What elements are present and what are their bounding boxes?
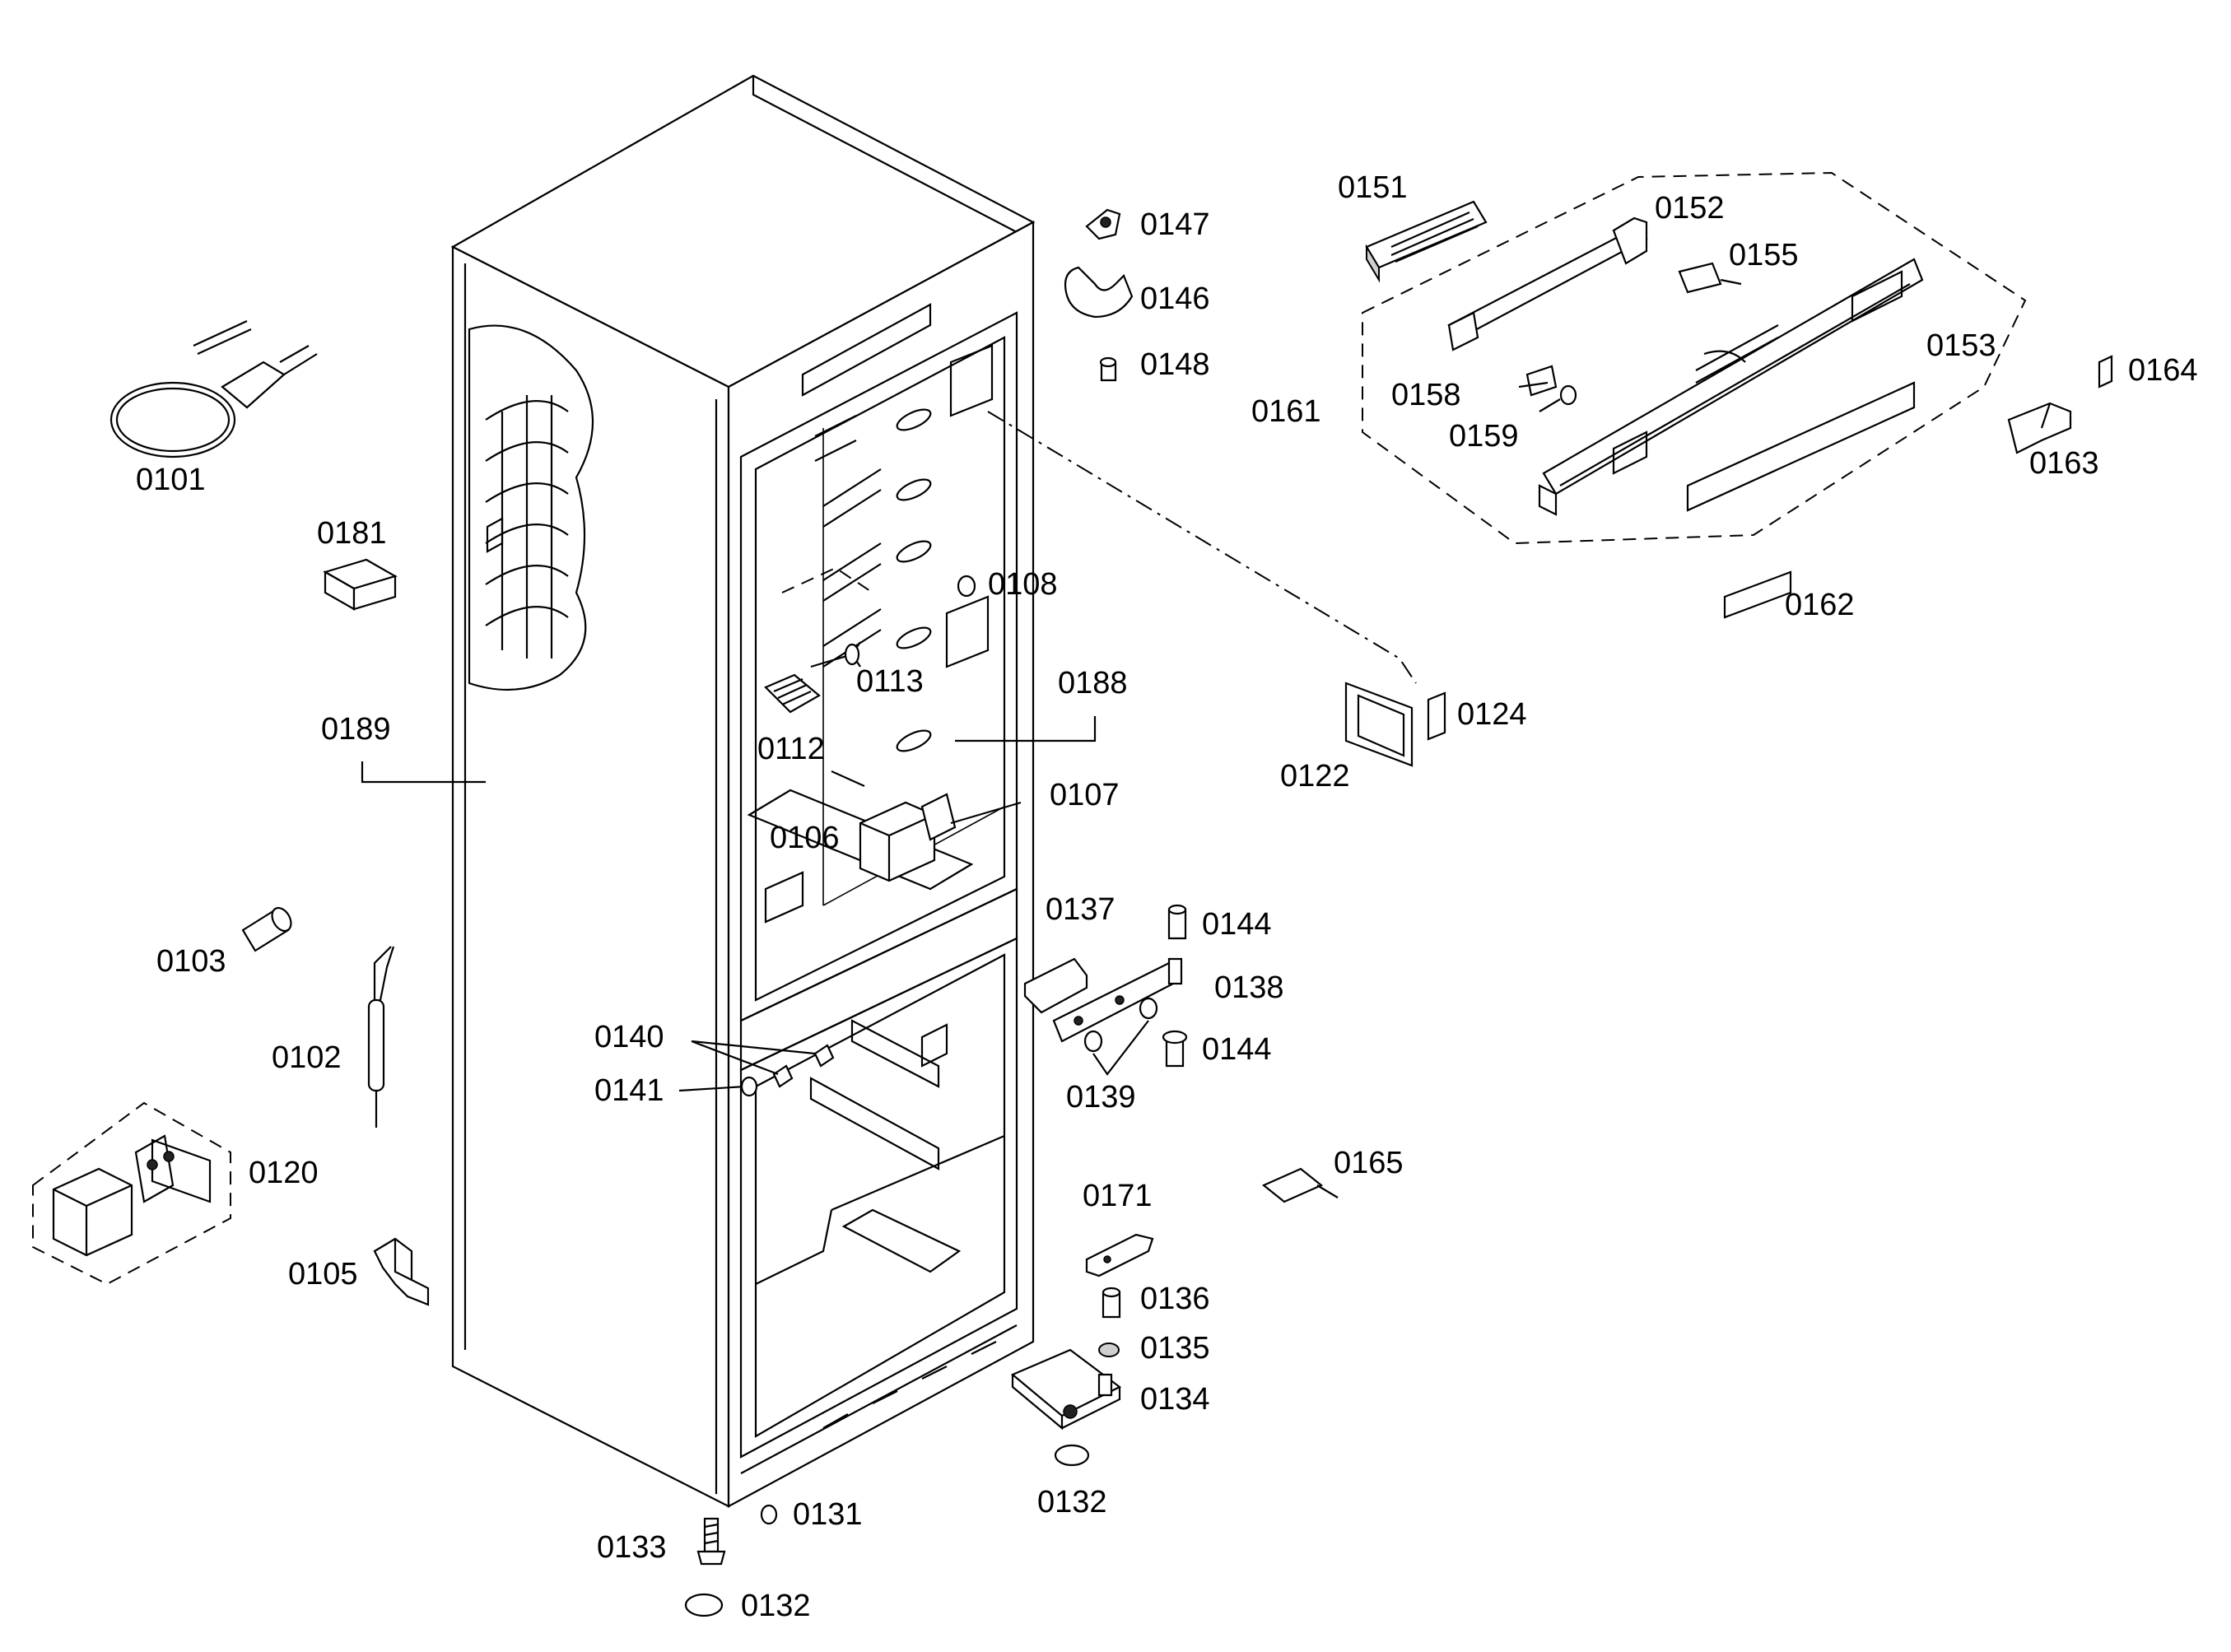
bracket-0181-part xyxy=(323,558,398,611)
foot-cap-0132-left xyxy=(684,1593,724,1617)
label-0105: 0105 xyxy=(288,1257,358,1291)
pin-0136 xyxy=(1102,1287,1121,1319)
screws-0140 xyxy=(691,1040,835,1088)
hinge-plate-0137 xyxy=(1023,957,1088,1014)
label-0147: 0147 xyxy=(1140,207,1210,242)
label-0161: 0161 xyxy=(1251,394,1321,429)
label-0164: 0164 xyxy=(2128,353,2198,388)
switch-0158 xyxy=(1525,365,1558,397)
control-panel-0153-frame xyxy=(1538,258,1924,516)
hinge-cover-0146 xyxy=(1064,266,1134,319)
leader-0107 xyxy=(950,801,1022,825)
knob-0159 xyxy=(1559,384,1577,406)
label-0144-top: 0144 xyxy=(1202,907,1272,942)
label-0120: 0120 xyxy=(249,1156,319,1190)
part-0164 xyxy=(2098,355,2113,389)
label-0141: 0141 xyxy=(594,1073,664,1108)
label-0158: 0158 xyxy=(1391,378,1461,412)
control-cover-0151 xyxy=(1365,200,1488,283)
label-0148: 0148 xyxy=(1140,347,1210,382)
leader-0188 xyxy=(955,716,1097,742)
label-0152: 0152 xyxy=(1655,191,1725,226)
sensor-0102-part xyxy=(367,946,395,1128)
washer-0131 xyxy=(760,1504,778,1525)
label-0146: 0146 xyxy=(1140,282,1210,316)
label-0181: 0181 xyxy=(317,516,387,551)
leveling-foot-0133 xyxy=(696,1517,726,1566)
label-0159: 0159 xyxy=(1449,419,1519,454)
label-0103: 0103 xyxy=(156,944,226,979)
relay-assembly-0120 xyxy=(32,1101,231,1286)
label-0124: 0124 xyxy=(1457,697,1527,732)
switch-0155 xyxy=(1678,262,1742,294)
label-0137: 0137 xyxy=(1046,892,1116,927)
dashed-connector-0112 xyxy=(781,566,873,593)
hinge-cap-0147 xyxy=(1085,208,1121,240)
part-0107 xyxy=(920,793,957,841)
label-0140: 0140 xyxy=(594,1020,664,1054)
control-assembly-boundary-0161 xyxy=(1362,171,2027,545)
capacitor-0103-part xyxy=(241,906,292,952)
label-0132-left: 0132 xyxy=(741,1589,811,1623)
label-0163: 0163 xyxy=(2029,446,2099,481)
label-0144-bottom: 0144 xyxy=(1202,1032,1272,1067)
leader-0158 xyxy=(1518,381,1549,389)
label-0131: 0131 xyxy=(793,1497,863,1532)
leader-0141 xyxy=(678,1085,746,1092)
label-0136: 0136 xyxy=(1140,1282,1210,1316)
tray-0106 xyxy=(859,801,936,882)
foot-cap-0132-right xyxy=(1054,1444,1090,1467)
label-0153: 0153 xyxy=(1926,328,1996,363)
label-0189: 0189 xyxy=(321,712,391,747)
pin-0148 xyxy=(1099,356,1117,382)
part-labels: 0101 0181 0189 0103 0102 0120 0105 0147 … xyxy=(136,170,2198,1623)
control-bracket-0152 xyxy=(1447,216,1648,351)
pin-0144-bottom xyxy=(1162,1030,1188,1068)
label-0151: 0151 xyxy=(1338,170,1408,205)
label-0188: 0188 xyxy=(1058,666,1128,700)
grommet-0141 xyxy=(740,1076,758,1097)
hinge-0138 xyxy=(1052,957,1183,1043)
label-0155: 0155 xyxy=(1729,238,1799,272)
display-panel-0153 xyxy=(1686,381,1916,512)
label-0162: 0162 xyxy=(1785,588,1855,622)
label-0139: 0139 xyxy=(1066,1080,1136,1115)
label-0165: 0165 xyxy=(1334,1146,1404,1180)
washer-0135 xyxy=(1098,1343,1120,1357)
label-0138: 0138 xyxy=(1214,970,1284,1005)
label-0135: 0135 xyxy=(1140,1331,1210,1366)
washer-0108 xyxy=(957,575,976,598)
leader-0112 xyxy=(831,770,865,788)
label-0112: 0112 xyxy=(757,732,825,766)
leader-0124-dashdot xyxy=(987,411,1417,684)
label-0102: 0102 xyxy=(272,1040,342,1075)
label-0106: 0106 xyxy=(770,821,840,855)
label-0108: 0108 xyxy=(988,567,1058,602)
label-0113: 0113 xyxy=(856,664,924,699)
leader-0159 xyxy=(1539,398,1561,412)
power-cord-part xyxy=(109,320,318,458)
label-0132-right: 0132 xyxy=(1037,1485,1107,1519)
label-0133: 0133 xyxy=(597,1530,667,1565)
gasket-0122 xyxy=(1344,682,1414,767)
label-0101: 0101 xyxy=(136,463,206,497)
refrigerator-cabinet xyxy=(361,74,1097,1508)
label-0107: 0107 xyxy=(1050,778,1120,812)
plate-0124 xyxy=(1427,691,1446,741)
label-0134: 0134 xyxy=(1140,1382,1210,1417)
label-0162 xyxy=(1723,570,1792,619)
bottom-hinge-0134 xyxy=(1010,1348,1122,1431)
clip-0105-part xyxy=(373,1237,430,1306)
pin-0144-top xyxy=(1167,904,1187,940)
plate-0171 xyxy=(1085,1233,1154,1277)
label-0122: 0122 xyxy=(1280,759,1350,793)
label-0171: 0171 xyxy=(1083,1179,1153,1213)
switch-0165 xyxy=(1261,1167,1339,1203)
cover-0163 xyxy=(2007,402,2072,454)
lamp-0113 xyxy=(810,641,861,668)
lamp-holder-0112 xyxy=(764,673,821,714)
leader-0189 xyxy=(361,761,486,784)
washers-0139 xyxy=(1083,997,1158,1076)
